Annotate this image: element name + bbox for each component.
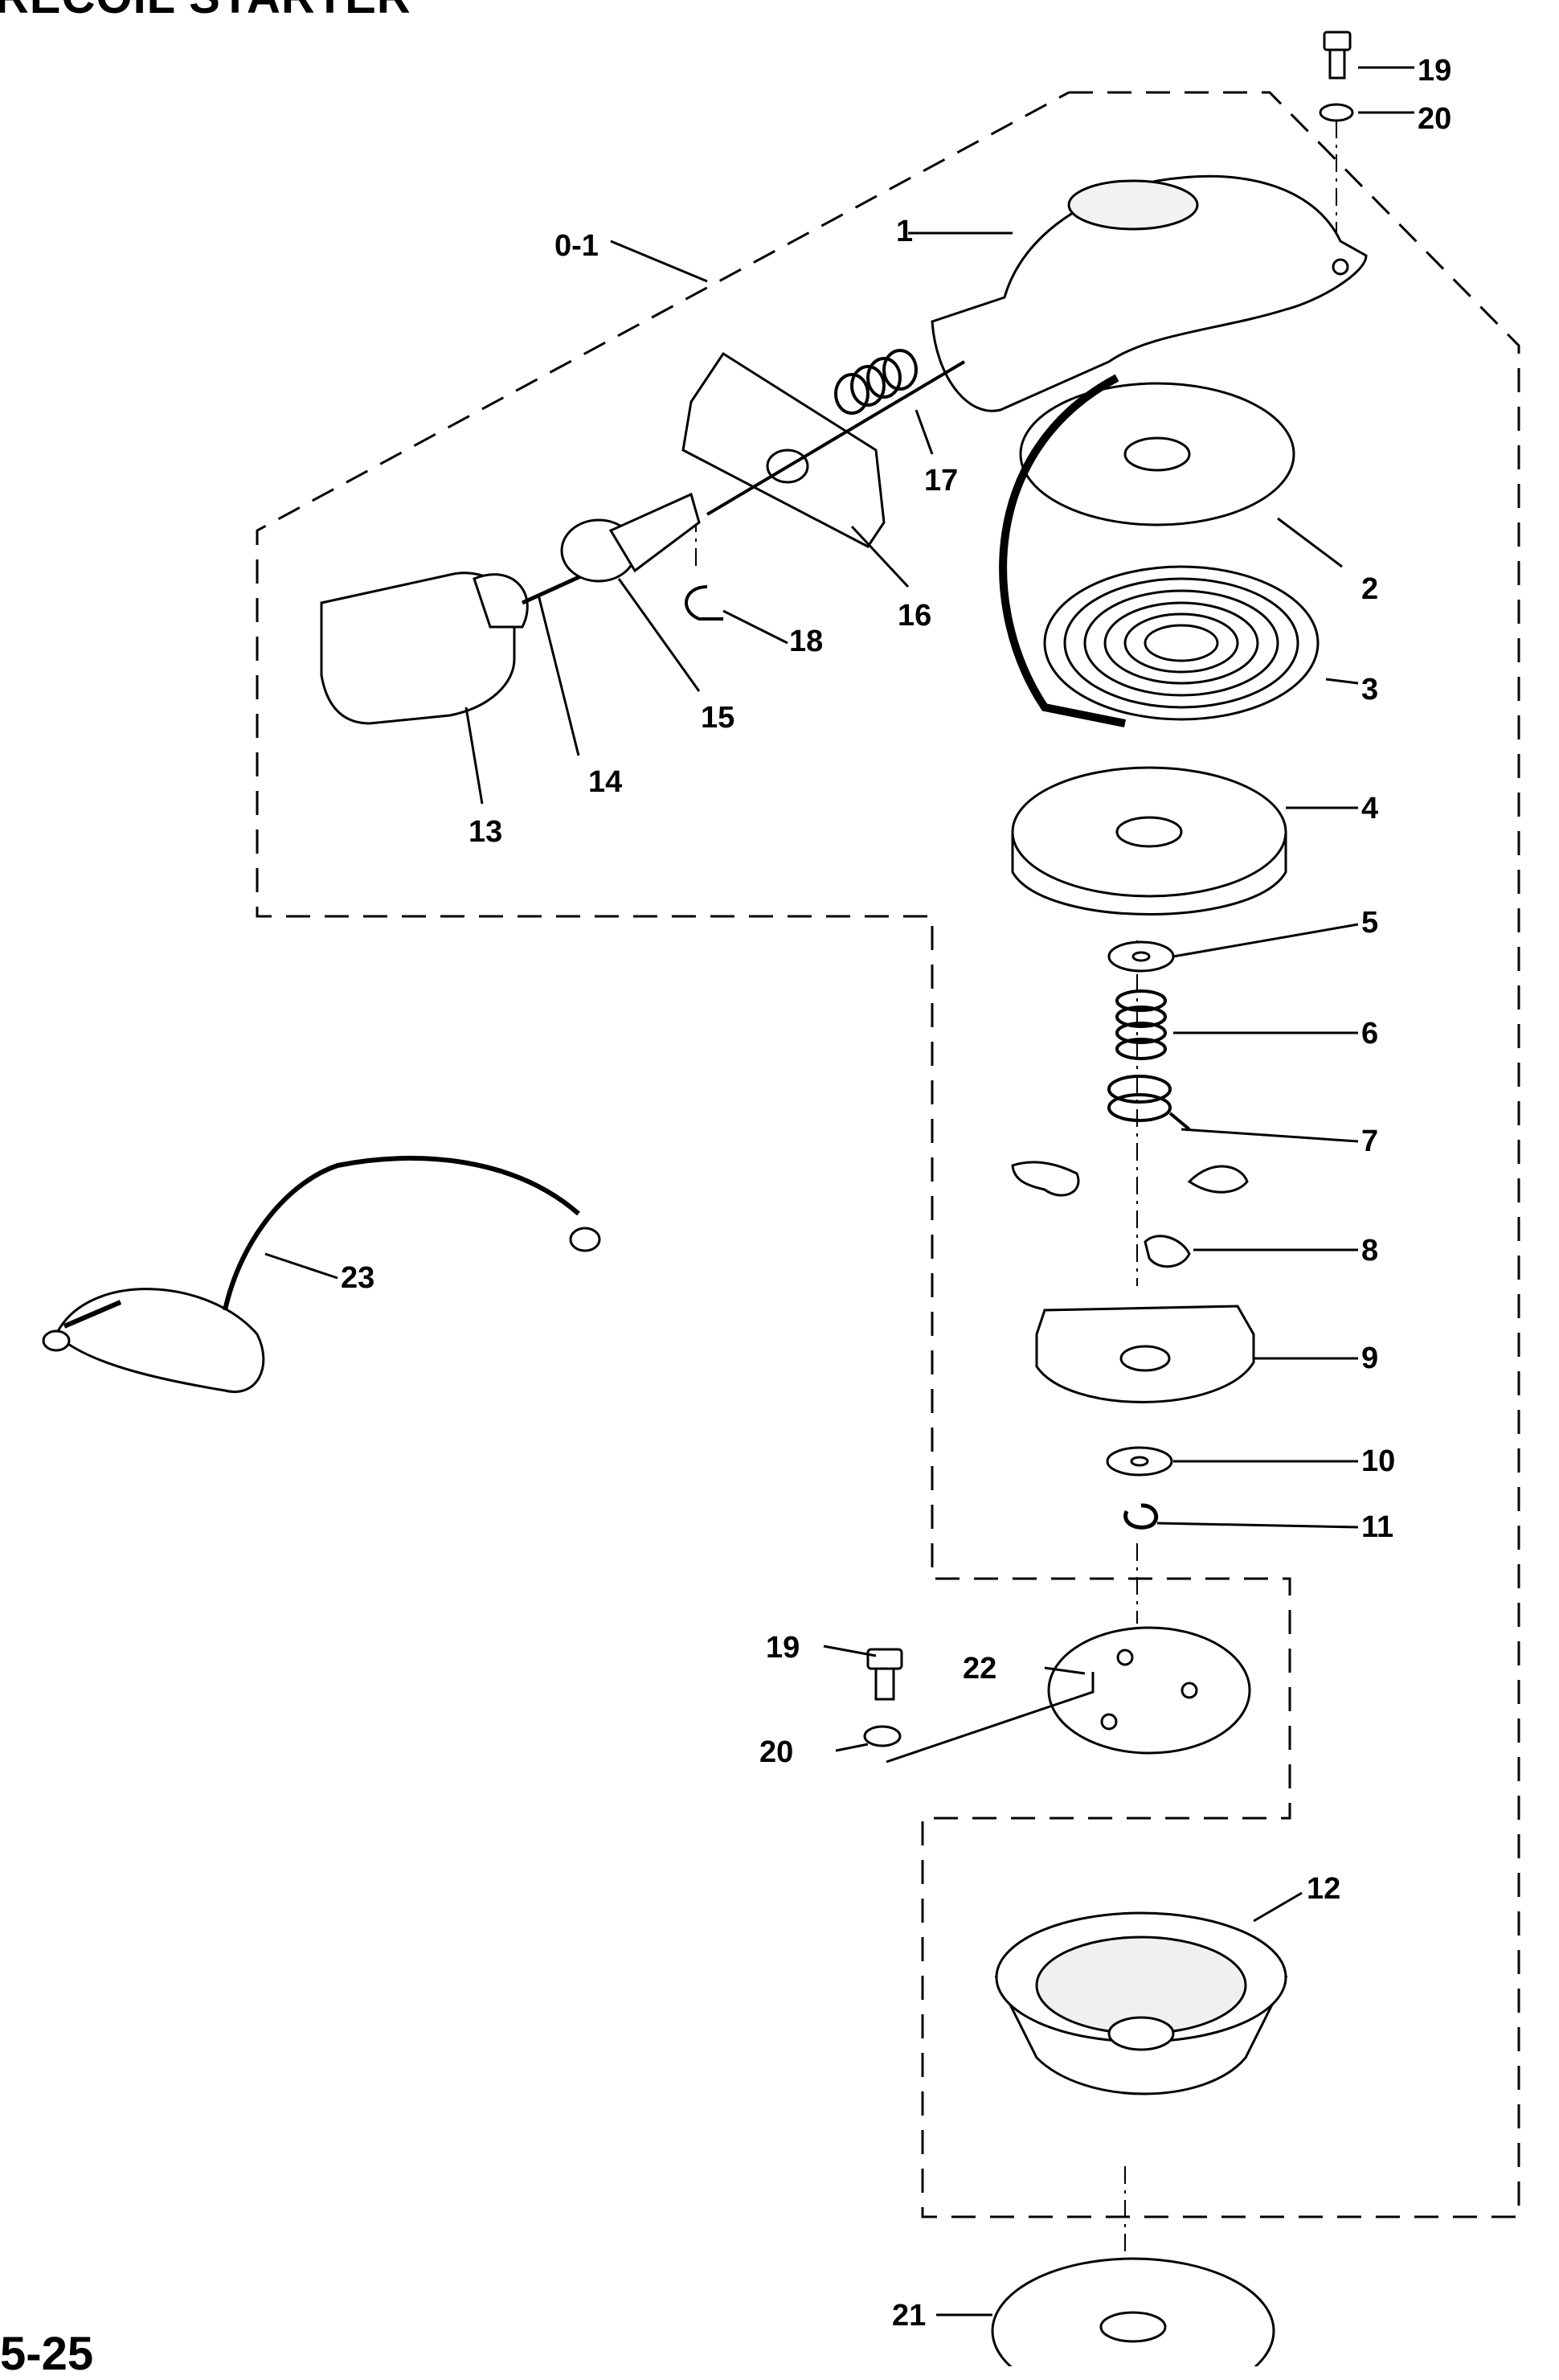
callout-1: 1 xyxy=(896,215,913,248)
recoil-spring xyxy=(999,374,1320,727)
retaining-ring-11 xyxy=(1123,1503,1159,1530)
spring-6 xyxy=(1115,989,1167,1060)
screw-19-top xyxy=(1323,31,1352,80)
starter-housing xyxy=(931,174,1368,412)
washer-10 xyxy=(1106,1446,1173,1477)
callout-14: 14 xyxy=(588,765,622,799)
washer-20-top xyxy=(1319,103,1354,122)
bushing-15 xyxy=(560,492,701,583)
pawl-plate-9 xyxy=(1035,1305,1255,1403)
callout-17: 17 xyxy=(924,464,958,498)
callout-0-1: 0-1 xyxy=(554,229,599,263)
callout-7: 7 xyxy=(1361,1124,1378,1158)
page-number: 5-25 xyxy=(0,2328,94,2380)
starter-cup-12 xyxy=(994,1911,1288,2095)
callout-8: 8 xyxy=(1361,1234,1378,1268)
callout-9: 9 xyxy=(1361,1342,1378,1375)
callout-15: 15 xyxy=(701,701,734,735)
callout-6: 6 xyxy=(1361,1017,1378,1051)
clip-18 xyxy=(685,585,723,621)
plate-22 xyxy=(886,1626,1251,1763)
assembly-boundary xyxy=(256,91,1520,2218)
washer-5 xyxy=(1107,940,1175,973)
callout-12: 12 xyxy=(1307,1872,1340,1906)
callout-19-lower: 19 xyxy=(766,1631,800,1665)
pawl-spring-7 xyxy=(1107,1075,1191,1131)
callout-4: 4 xyxy=(1361,792,1378,825)
callout-21: 21 xyxy=(892,2299,926,2333)
callout-3: 3 xyxy=(1361,673,1378,707)
page-title: RECOIL STARTER xyxy=(0,0,411,21)
callout-16: 16 xyxy=(898,599,931,633)
callout-19-top: 19 xyxy=(1418,54,1451,88)
callout-22: 22 xyxy=(963,1652,996,1686)
callout-18: 18 xyxy=(789,625,823,658)
callout-11: 11 xyxy=(1361,1510,1393,1544)
guide-spring-17 xyxy=(834,349,918,415)
handle-13 xyxy=(320,571,529,725)
callout-13: 13 xyxy=(469,815,502,849)
callout-5: 5 xyxy=(1361,906,1378,940)
rope-pulley xyxy=(1011,766,1287,916)
rope-guide-16 xyxy=(681,351,966,548)
leader-lines xyxy=(264,66,1414,2317)
callout-20-top: 20 xyxy=(1418,102,1451,136)
handle-tool-23 xyxy=(42,1155,601,1393)
callout-2: 2 xyxy=(1361,572,1378,606)
screw-19-lower xyxy=(866,1648,903,1701)
callout-20-lower: 20 xyxy=(759,1735,793,1769)
callout-10: 10 xyxy=(1361,1444,1395,1478)
friction-plate xyxy=(1019,382,1295,526)
callout-23: 23 xyxy=(341,1261,374,1295)
plate-21 xyxy=(991,2257,1275,2366)
pawls-8 xyxy=(1011,1161,1249,1268)
washer-20-lower xyxy=(863,1725,902,1747)
